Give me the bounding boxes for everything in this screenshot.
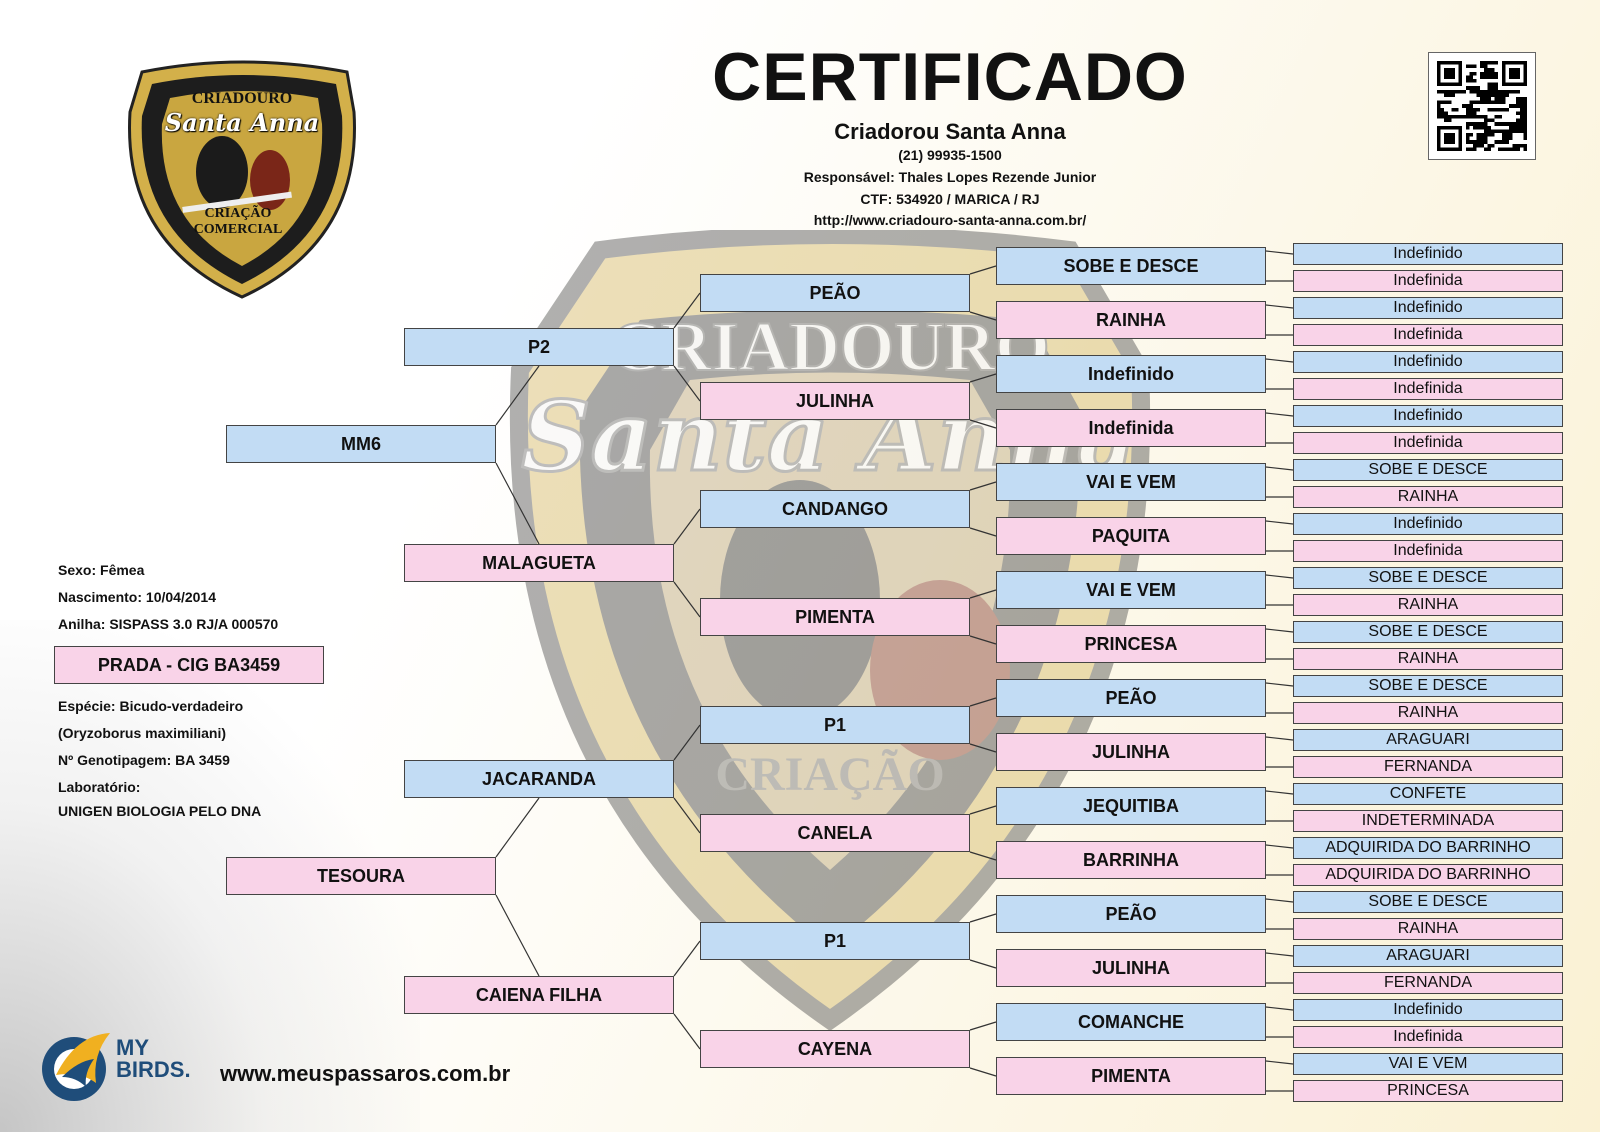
pedigree-gen4-15[interactable]: COMANCHE	[996, 1003, 1266, 1041]
pedigree-gen5-25[interactable]: SOBE E DESCE	[1293, 891, 1563, 913]
pedigree-gen2-2[interactable]: MALAGUETA	[404, 544, 674, 582]
pedigree-gen5-12[interactable]: Indefinida	[1293, 540, 1563, 562]
pedigree-gen5-29[interactable]: Indefinido	[1293, 999, 1563, 1021]
pedigree-gen5-4[interactable]: Indefinida	[1293, 324, 1563, 346]
pedigree-gen3-3[interactable]: CANDANGO	[700, 490, 970, 528]
pedigree-gen4-6[interactable]: PAQUITA	[996, 517, 1266, 555]
pedigree-gen5-24[interactable]: ADQUIRIDA DO BARRINHO	[1293, 864, 1563, 886]
pedigree-gen4-7[interactable]: VAI E VEM	[996, 571, 1266, 609]
pedigree-gen5-8[interactable]: Indefinida	[1293, 432, 1563, 454]
bird-genotyping: Nº Genotipagem: BA 3459	[58, 752, 230, 768]
pedigree-gen4-2[interactable]: RAINHA	[996, 301, 1266, 339]
logo-text-comercial: COMERCIAL	[193, 222, 283, 237]
pedigree-gen4-12[interactable]: BARRINHA	[996, 841, 1266, 879]
svg-text:CRIADOURO: CRIADOURO	[610, 309, 1049, 386]
certificate-title: CERTIFICADO	[712, 39, 1188, 115]
bird-name: PRADA - CIG BA3459	[54, 646, 324, 684]
pedigree-gen5-27[interactable]: ARAGUARI	[1293, 945, 1563, 967]
pedigree-gen4-1[interactable]: SOBE E DESCE	[996, 247, 1266, 285]
qr-code[interactable]	[1428, 52, 1536, 160]
pedigree-gen5-1[interactable]: Indefinido	[1293, 243, 1563, 265]
pedigree-gen4-5[interactable]: VAI E VEM	[996, 463, 1266, 501]
pedigree-gen5-7[interactable]: Indefinido	[1293, 405, 1563, 427]
pedigree-gen5-18[interactable]: RAINHA	[1293, 702, 1563, 724]
pedigree-gen5-2[interactable]: Indefinida	[1293, 270, 1563, 292]
bird-species-latin: (Oryzoborus maximiliani)	[58, 725, 227, 741]
pedigree-gen5-17[interactable]: SOBE E DESCE	[1293, 675, 1563, 697]
svg-text:CRIAÇÃO: CRIAÇÃO	[715, 748, 944, 801]
pedigree-gen3-2[interactable]: JULINHA	[700, 382, 970, 420]
logo-text-santa-anna: Santa Anna	[164, 108, 320, 137]
pedigree-gen5-22[interactable]: INDETERMINADA	[1293, 810, 1563, 832]
pedigree-gen5-15[interactable]: SOBE E DESCE	[1293, 621, 1563, 643]
bird-sex: Sexo: Fêmea	[58, 562, 145, 578]
pedigree-gen5-6[interactable]: Indefinida	[1293, 378, 1563, 400]
pedigree-gen5-21[interactable]: CONFETE	[1293, 783, 1563, 805]
pedigree-gen4-14[interactable]: JULINHA	[996, 949, 1266, 987]
pedigree-gen5-26[interactable]: RAINHA	[1293, 918, 1563, 940]
bird-lab: UNIGEN BIOLOGIA PELO DNA	[58, 803, 262, 819]
pedigree-gen4-11[interactable]: JEQUITIBA	[996, 787, 1266, 825]
pedigree-gen5-16[interactable]: RAINHA	[1293, 648, 1563, 670]
pedigree-gen5-28[interactable]: FERNANDA	[1293, 972, 1563, 994]
pedigree-gen2-1[interactable]: P2	[404, 328, 674, 366]
pedigree-gen4-9[interactable]: PEÃO	[996, 679, 1266, 717]
breeder-responsible: Responsável: Thales Lopes Rezende Junior	[803, 169, 1097, 185]
logo-text-criacao: CRIAÇÃO	[204, 206, 272, 221]
pedigree-gen5-31[interactable]: VAI E VEM	[1293, 1053, 1563, 1075]
pedigree-gen4-16[interactable]: PIMENTA	[996, 1057, 1266, 1095]
breeder-logo: CRIADOURO Santa Anna CRIAÇÃO COMERCIAL	[122, 52, 362, 302]
bird-birth: Nascimento: 10/04/2014	[58, 589, 216, 605]
logo-text-criadouro: CRIADOURO	[191, 90, 293, 107]
breeder-phone: (21) 99935-1500	[898, 147, 1002, 163]
pedigree-gen5-14[interactable]: RAINHA	[1293, 594, 1563, 616]
mybirds-logo: MY BIRDS.	[36, 1025, 216, 1105]
pedigree-gen5-3[interactable]: Indefinido	[1293, 297, 1563, 319]
pedigree-gen3-5[interactable]: P1	[700, 706, 970, 744]
pedigree-gen5-30[interactable]: Indefinida	[1293, 1026, 1563, 1048]
footer-website[interactable]: www.meuspassaros.com.br	[220, 1061, 511, 1086]
pedigree-gen4-10[interactable]: JULINHA	[996, 733, 1266, 771]
pedigree-gen4-4[interactable]: Indefinida	[996, 409, 1266, 447]
breeder-name: Criadorou Santa Anna	[834, 119, 1066, 144]
breeder-url[interactable]: http://www.criadouro-santa-anna.com.br/	[813, 212, 1087, 228]
pedigree-gen3-4[interactable]: PIMENTA	[700, 598, 970, 636]
breeder-ctf: CTF: 534920 / MARICA / RJ	[860, 191, 1040, 207]
pedigree-gen3-1[interactable]: PEÃO	[700, 274, 970, 312]
mybirds-text-birds: BIRDS.	[116, 1057, 191, 1082]
pedigree-gen3-8[interactable]: CAYENA	[700, 1030, 970, 1068]
pedigree-gen3-7[interactable]: P1	[700, 922, 970, 960]
pedigree-gen5-5[interactable]: Indefinido	[1293, 351, 1563, 373]
pedigree-gen5-13[interactable]: SOBE E DESCE	[1293, 567, 1563, 589]
mybirds-text-my: MY	[116, 1035, 149, 1060]
pedigree-sire[interactable]: MM6	[226, 425, 496, 463]
bird-species: Espécie: Bicudo-verdadeiro	[58, 698, 244, 714]
pedigree-gen3-6[interactable]: CANELA	[700, 814, 970, 852]
pedigree-gen4-8[interactable]: PRINCESA	[996, 625, 1266, 663]
pedigree-gen5-20[interactable]: FERNANDA	[1293, 756, 1563, 778]
pedigree-gen5-32[interactable]: PRINCESA	[1293, 1080, 1563, 1102]
bird-ring: Anilha: SISPASS 3.0 RJ/A 000570	[58, 616, 279, 632]
pedigree-gen5-23[interactable]: ADQUIRIDA DO BARRINHO	[1293, 837, 1563, 859]
pedigree-gen5-11[interactable]: Indefinido	[1293, 513, 1563, 535]
bird-lab-label: Laboratório:	[58, 779, 141, 795]
pedigree-dam[interactable]: TESOURA	[226, 857, 496, 895]
pedigree-gen4-3[interactable]: Indefinido	[996, 355, 1266, 393]
pedigree-gen4-13[interactable]: PEÃO	[996, 895, 1266, 933]
pedigree-gen5-10[interactable]: RAINHA	[1293, 486, 1563, 508]
pedigree-gen2-3[interactable]: JACARANDA	[404, 760, 674, 798]
pedigree-gen5-19[interactable]: ARAGUARI	[1293, 729, 1563, 751]
pedigree-gen2-4[interactable]: CAIENA FILHA	[404, 976, 674, 1014]
pedigree-gen5-9[interactable]: SOBE E DESCE	[1293, 459, 1563, 481]
